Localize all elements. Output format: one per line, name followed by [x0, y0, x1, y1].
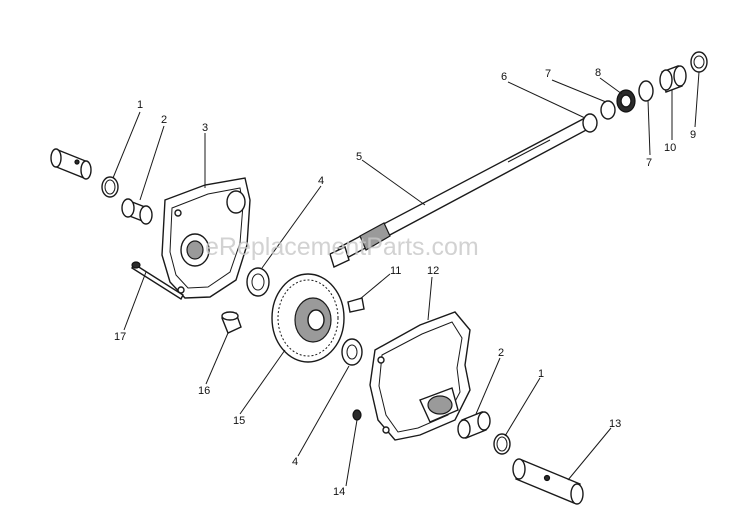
label-part-14: 14: [333, 486, 345, 498]
leader-lines: [112, 71, 700, 487]
label-part-4-lower: 4: [292, 456, 298, 468]
label-part-7-a: 7: [545, 68, 551, 80]
label-part-9: 9: [690, 129, 696, 141]
label-part-6: 6: [501, 71, 507, 83]
ring-1-right: [493, 433, 511, 455]
washer-4-upper: [246, 267, 270, 297]
gear-case-12: [369, 311, 471, 441]
label-part-11: 11: [390, 265, 401, 277]
watermark-text: eReplacementParts.com: [205, 233, 479, 261]
label-part-2-right: 2: [498, 347, 504, 359]
bolt-17: [131, 261, 184, 301]
label-part-13: 13: [609, 418, 621, 430]
ring-9: [690, 51, 708, 73]
ring-1-left: [101, 176, 119, 198]
bushing-16: [221, 311, 242, 334]
label-part-16: 16: [198, 385, 210, 397]
bearing-8: [616, 89, 636, 113]
bushing-2-right: [457, 411, 491, 439]
label-part-12: 12: [427, 265, 439, 277]
label-part-7-b: 7: [646, 157, 652, 169]
label-part-15: 15: [233, 415, 245, 427]
label-part-17: 17: [114, 331, 126, 343]
label-part-4-upper: 4: [318, 175, 324, 187]
bushing-2-left: [121, 198, 153, 225]
key-11: [347, 297, 365, 313]
label-part-10: 10: [664, 142, 676, 154]
washer-7-a: [600, 100, 616, 120]
part-labels: 1 2 3 4 5 6 7 8 7 10 9 11 12 2 1 13 4 14…: [114, 67, 696, 498]
label-part-2-left: 2: [161, 114, 167, 126]
gear-15: [271, 273, 345, 363]
label-part-3: 3: [202, 122, 208, 134]
washer-7-b: [638, 80, 654, 102]
pin-13: [512, 458, 584, 505]
fitting-14: [352, 409, 362, 421]
label-part-1-left: 1: [137, 99, 143, 111]
washer-4-lower: [341, 338, 363, 366]
label-part-5: 5: [356, 151, 362, 163]
label-part-8: 8: [595, 67, 601, 79]
collar-6: [582, 113, 598, 133]
label-part-1-right: 1: [538, 368, 544, 380]
bushing-10: [659, 65, 687, 93]
pin-left: [50, 148, 92, 180]
